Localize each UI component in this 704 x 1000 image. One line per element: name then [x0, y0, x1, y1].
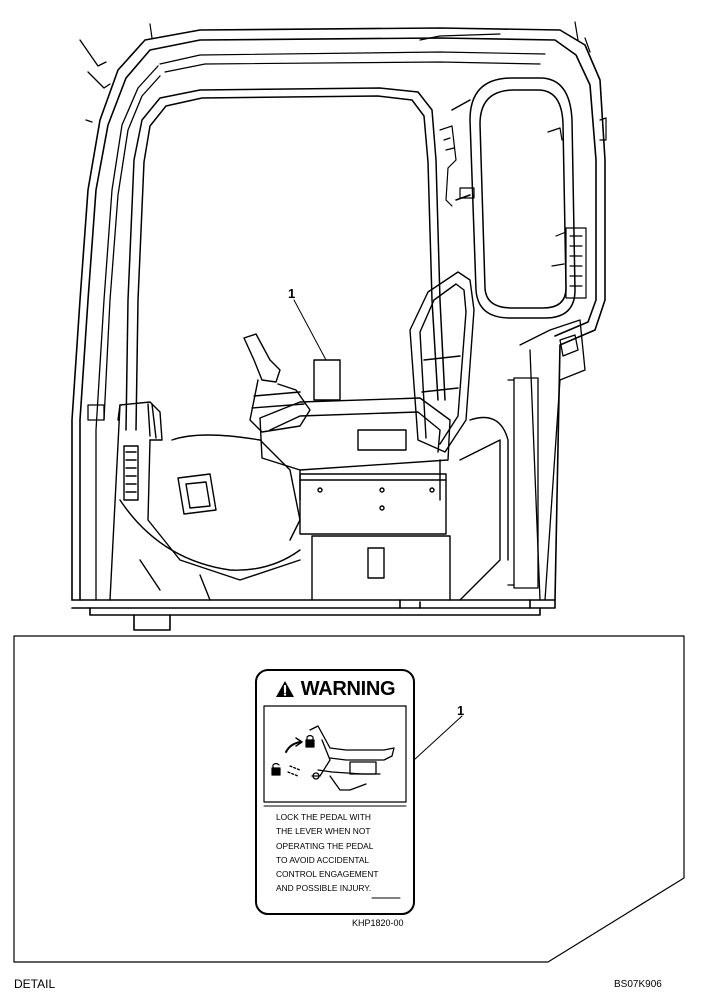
warning-header: WARNING — [262, 676, 408, 702]
warning-triangle-icon — [275, 681, 294, 697]
warning-line: TO AVOID ACCIDENTAL — [276, 854, 370, 865]
travel-pedal — [171, 434, 301, 541]
callout-number-detail: 1 — [457, 703, 465, 718]
left-console — [243, 333, 341, 433]
unlock-icon — [271, 762, 281, 776]
pedal-lock-pictogram — [285, 725, 395, 791]
seat-base — [299, 416, 509, 601]
callout-number-top: 1 — [288, 286, 296, 301]
warning-decal — [255, 669, 415, 915]
cab-frame — [71, 27, 606, 631]
left-housing — [109, 401, 301, 601]
warning-title: WARNING — [300, 677, 396, 700]
roof-rails — [149, 21, 591, 73]
front-window — [125, 87, 446, 431]
decal-part-code: KHP1820-00 — [352, 918, 404, 928]
leader-lines — [293, 299, 463, 761]
drawing-code: BS07K906 — [614, 979, 662, 990]
rear-structure — [507, 319, 586, 601]
window-latch — [439, 117, 607, 299]
warning-message: LOCK THE PEDAL WITH THE LEVER WHEN NOT O… — [276, 810, 406, 896]
lock-icon — [305, 734, 315, 748]
warning-line: LOCK THE PEDAL WITH — [276, 812, 371, 822]
warning-line: AND POSSIBLE INJURY. — [276, 883, 372, 894]
detail-caption: DETAIL — [14, 977, 56, 991]
front-pillar — [79, 39, 161, 601]
operator-seat — [259, 271, 475, 501]
warning-line: OPERATING THE PEDAL — [276, 840, 374, 851]
warning-line: THE LEVER WHEN NOT — [276, 826, 371, 837]
warning-line: CONTROL ENGAGEMENT — [276, 869, 379, 880]
detail-frame — [13, 635, 685, 963]
